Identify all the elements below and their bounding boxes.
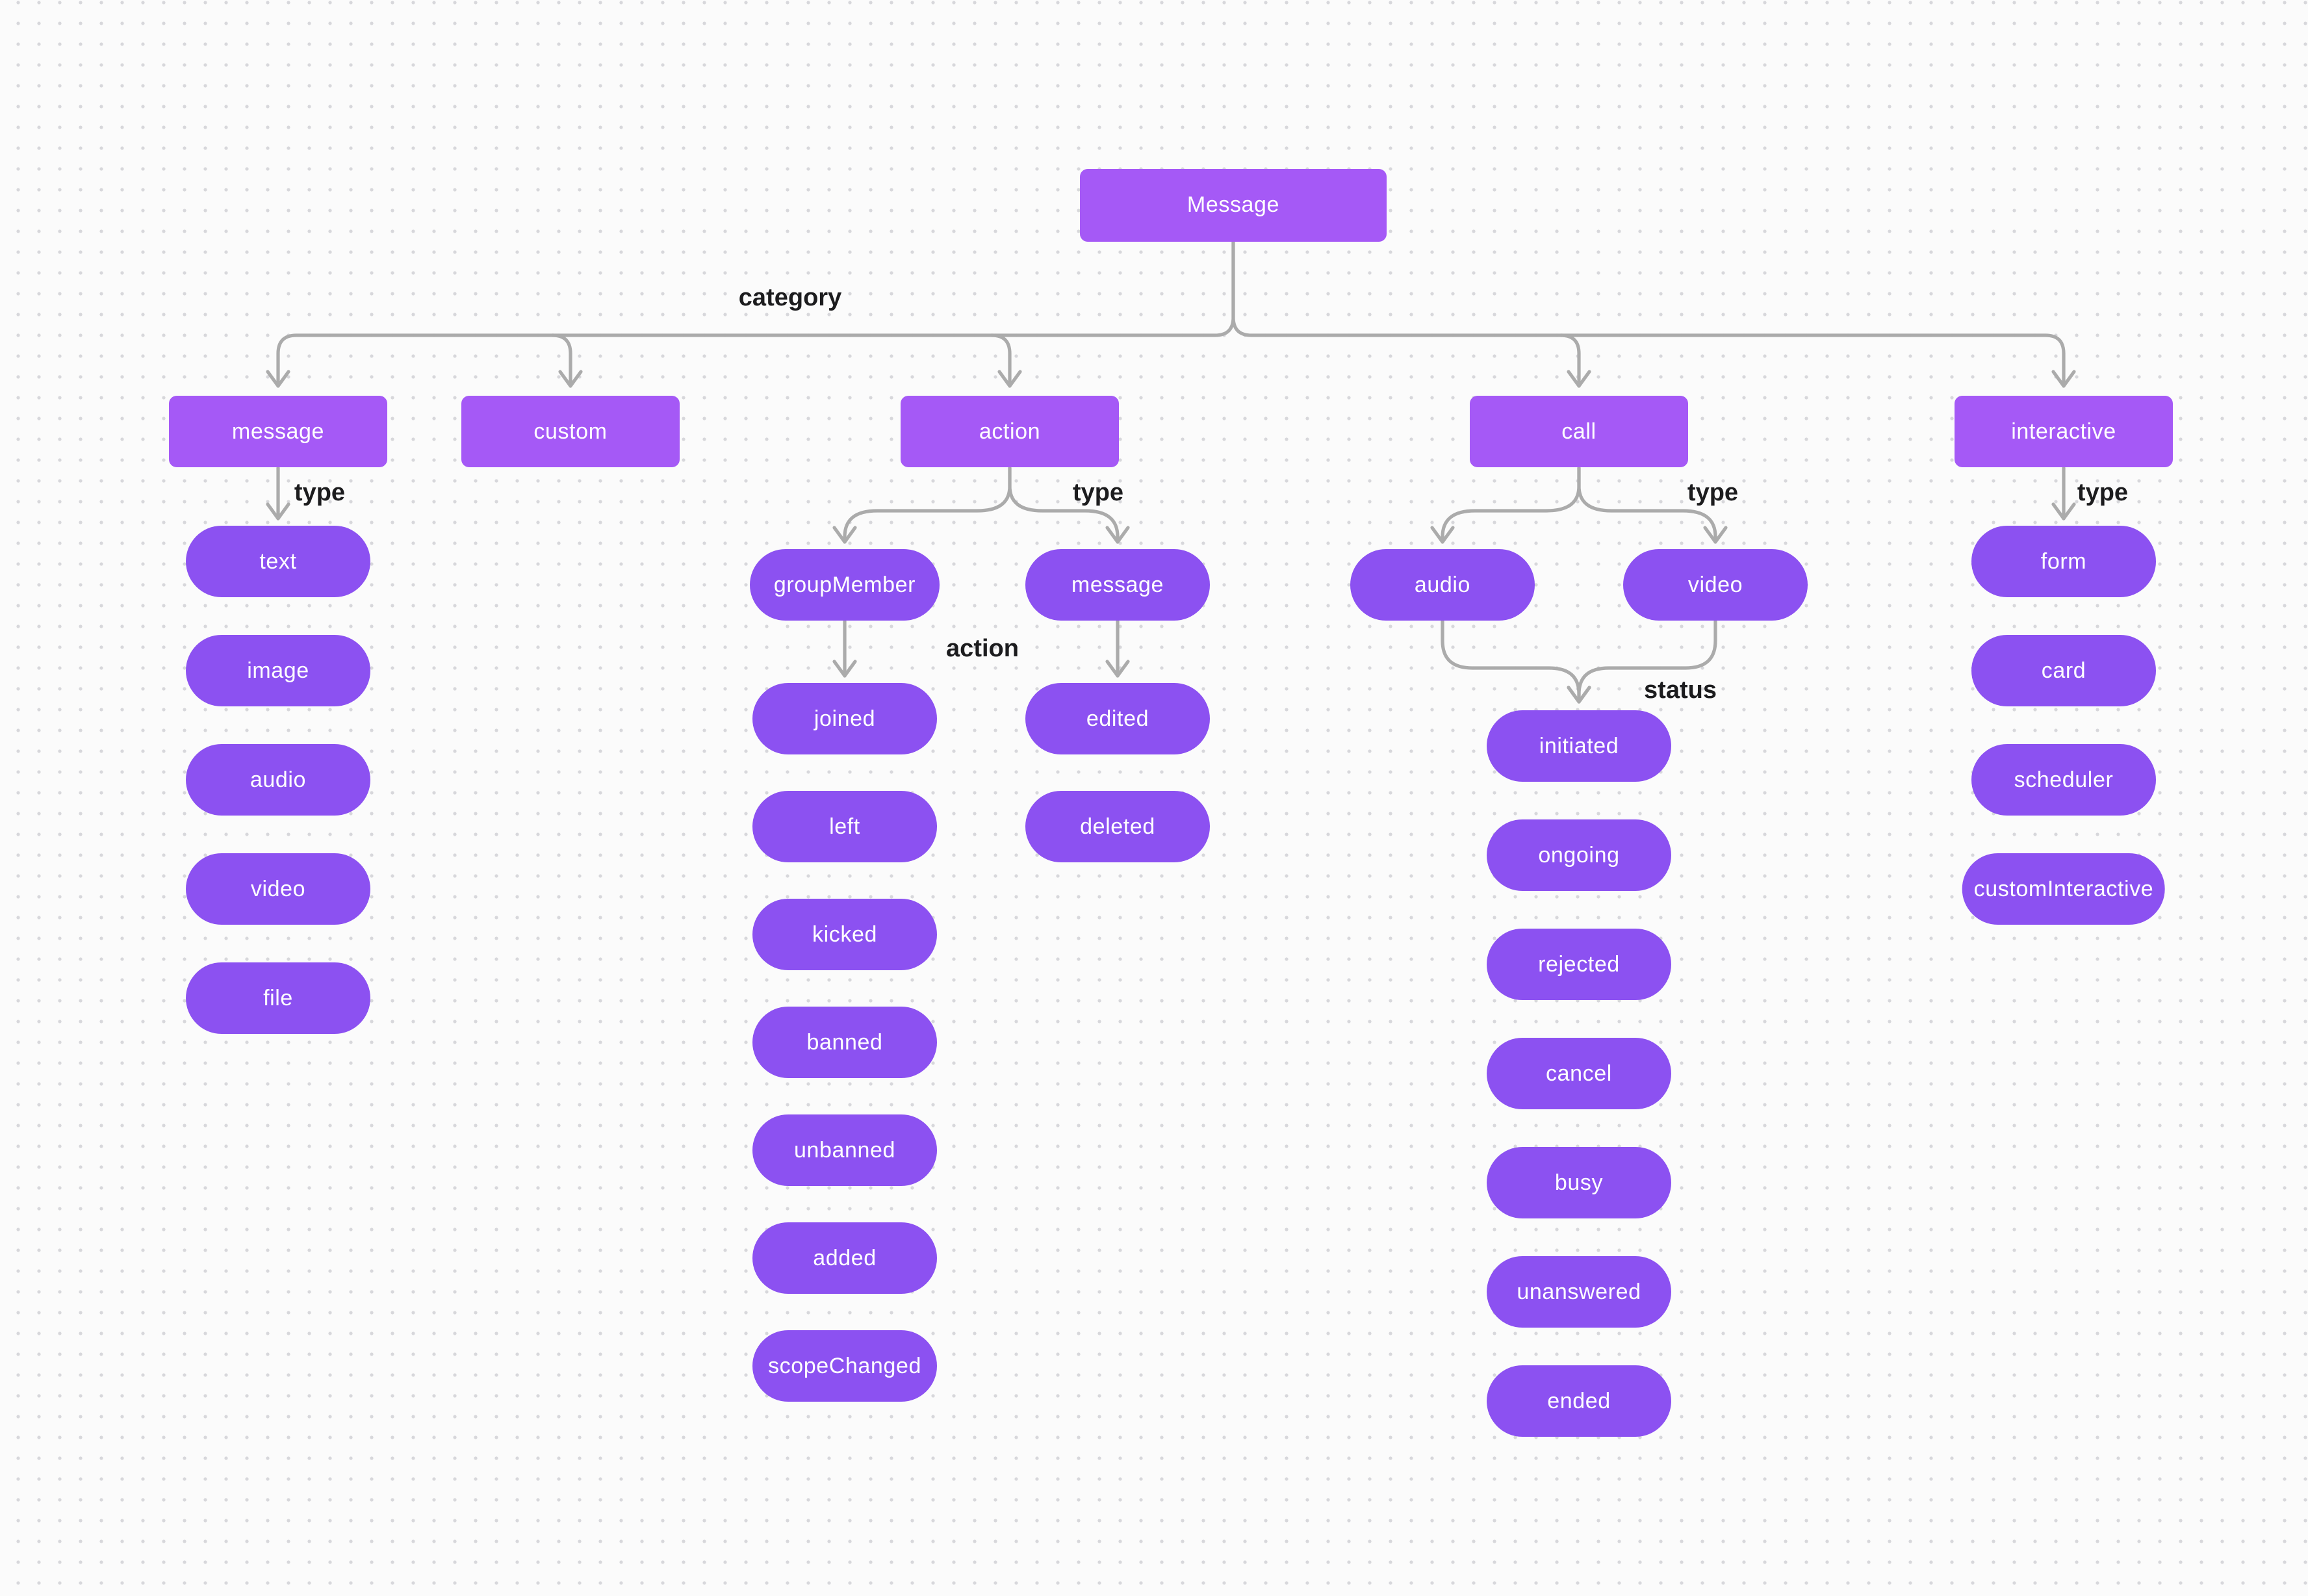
node-call-type-video[interactable]: video <box>1623 549 1808 621</box>
edge-label-type-message: type <box>294 480 346 507</box>
node-message-type-image[interactable]: image <box>186 635 370 706</box>
node-groupmember-added[interactable]: added <box>752 1222 937 1294</box>
node-label: scheduler <box>2014 767 2114 792</box>
edge-call-to-video <box>1577 466 1728 544</box>
node-label: message <box>231 418 325 443</box>
node-label: text <box>259 548 297 573</box>
node-label: audio <box>1414 572 1471 597</box>
node-label: ongoing <box>1538 842 1620 867</box>
node-label: custom <box>533 418 608 443</box>
edge-label-action: action <box>946 636 1019 663</box>
node-category-interactive[interactable]: interactive <box>1955 396 2173 467</box>
edge-root-to-message <box>266 240 1235 388</box>
node-message-type-text[interactable]: text <box>186 526 370 597</box>
node-label: rejected <box>1538 951 1620 976</box>
node-label: form <box>2040 548 2087 573</box>
node-action-type-groupmember[interactable]: groupMember <box>750 549 940 621</box>
edge-trunk-to-custom <box>550 333 583 388</box>
edge-label-type-action: type <box>1072 480 1124 507</box>
node-groupmember-left[interactable]: left <box>752 791 937 862</box>
node-status-ongoing[interactable]: ongoing <box>1487 819 1671 891</box>
edge-label-status: status <box>1644 677 1717 704</box>
node-label: image <box>247 658 309 682</box>
edge-label-type-interactive: type <box>2077 480 2129 507</box>
node-label: initiated <box>1539 733 1619 758</box>
node-label: video <box>1687 572 1743 597</box>
node-label: call <box>1561 418 1596 443</box>
node-label: added <box>813 1245 877 1270</box>
node-call-type-audio[interactable]: audio <box>1350 549 1535 621</box>
node-status-initiated[interactable]: initiated <box>1487 710 1671 782</box>
edge-video-to-status <box>1567 619 1717 704</box>
node-groupmember-joined[interactable]: joined <box>752 683 937 754</box>
node-label: groupMember <box>773 572 916 597</box>
edge-audio-to-status <box>1441 619 1591 704</box>
node-groupmember-scopechanged[interactable]: scopeChanged <box>752 1330 937 1402</box>
node-label: scopeChanged <box>768 1353 921 1378</box>
edge-action-to-message <box>1008 466 1130 544</box>
node-label: audio <box>250 767 307 792</box>
node-interactive-type-scheduler[interactable]: scheduler <box>1971 744 2156 816</box>
node-label: card <box>2041 658 2086 682</box>
node-label: Message <box>1186 192 1280 217</box>
node-label: unanswered <box>1517 1279 1641 1304</box>
node-status-cancel[interactable]: cancel <box>1487 1038 1671 1109</box>
edge-trunk-to-call <box>1559 333 1591 388</box>
edge-call-to-audio <box>1430 466 1581 544</box>
node-label: unbanned <box>793 1137 896 1162</box>
node-groupmember-unbanned[interactable]: unbanned <box>752 1114 937 1186</box>
node-category-custom[interactable]: custom <box>461 396 680 467</box>
node-label: video <box>250 876 306 901</box>
node-message-type-video[interactable]: video <box>186 853 370 925</box>
node-status-rejected[interactable]: rejected <box>1487 929 1671 1000</box>
node-label: interactive <box>2011 418 2116 443</box>
node-category-message[interactable]: message <box>169 396 387 467</box>
edge-action-to-groupmember <box>832 466 1012 544</box>
node-status-ended[interactable]: ended <box>1487 1365 1671 1437</box>
node-category-call[interactable]: call <box>1470 396 1688 467</box>
node-label: joined <box>814 706 876 730</box>
node-interactive-type-card[interactable]: card <box>1971 635 2156 706</box>
node-label: cancel <box>1546 1061 1612 1085</box>
node-label: banned <box>806 1029 883 1054</box>
node-actionmessage-edited[interactable]: edited <box>1025 683 1210 754</box>
node-label: edited <box>1086 706 1149 730</box>
node-message-type-file[interactable]: file <box>186 962 370 1034</box>
edge-label-category: category <box>738 285 842 312</box>
edge-trunk-to-action <box>990 333 1022 388</box>
node-category-action[interactable]: action <box>901 396 1119 467</box>
node-actionmessage-deleted[interactable]: deleted <box>1025 791 1210 862</box>
node-label: action <box>979 418 1041 443</box>
node-message-type-audio[interactable]: audio <box>186 744 370 816</box>
node-status-unanswered[interactable]: unanswered <box>1487 1256 1671 1328</box>
node-groupmember-banned[interactable]: banned <box>752 1007 937 1078</box>
node-label: ended <box>1547 1388 1611 1413</box>
node-label: customInteractive <box>1973 876 2154 901</box>
node-label: deleted <box>1080 814 1155 838</box>
node-action-type-message[interactable]: message <box>1025 549 1210 621</box>
node-label: busy <box>1554 1170 1604 1194</box>
node-status-busy[interactable]: busy <box>1487 1147 1671 1218</box>
node-label: left <box>829 814 860 838</box>
edge-root-to-interactive <box>1231 240 2076 388</box>
edge-label-type-call: type <box>1687 480 1739 507</box>
node-label: message <box>1071 572 1164 597</box>
node-label: kicked <box>812 921 877 946</box>
node-interactive-type-form[interactable]: form <box>1971 526 2156 597</box>
node-interactive-type-custominteractive[interactable]: customInteractive <box>1962 853 2166 925</box>
node-root-message[interactable]: Message <box>1080 169 1387 242</box>
node-groupmember-kicked[interactable]: kicked <box>752 899 937 970</box>
node-label: file <box>263 985 293 1010</box>
